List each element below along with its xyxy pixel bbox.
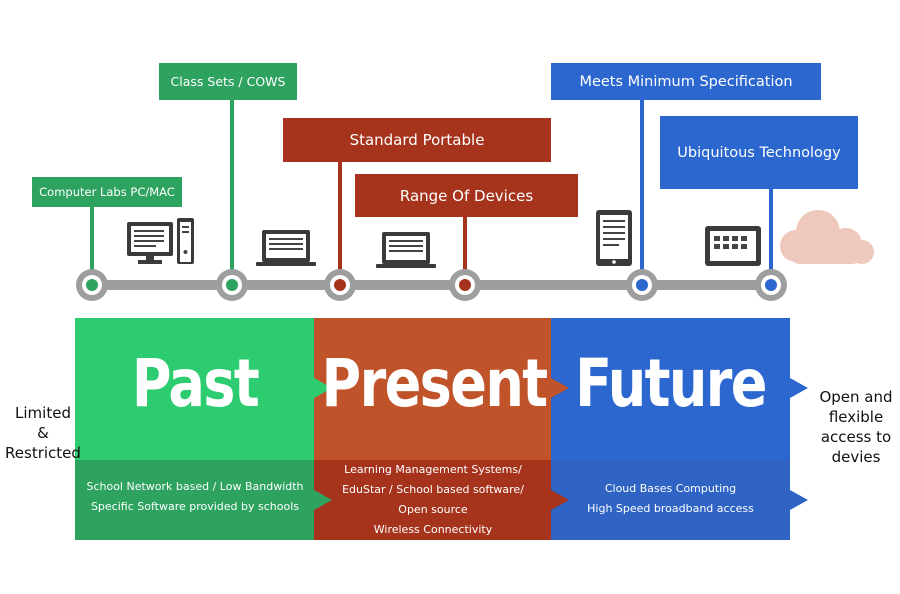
- desktop-icon: [127, 218, 194, 264]
- present-details: Learning Management Systems/ EduStar / S…: [314, 460, 552, 540]
- detail-line: EduStar / School based software/: [342, 483, 524, 496]
- era-title-future: Future: [575, 345, 767, 422]
- timeline-node: [449, 269, 481, 301]
- timeline-node: [324, 269, 356, 301]
- arrow-marker: [790, 490, 808, 510]
- timeline-node: [755, 269, 787, 301]
- past-detail-block: [75, 460, 315, 540]
- label-computer-labs: Computer Labs PC/MAC: [32, 177, 182, 207]
- label-class-sets: Class Sets / COWS: [159, 63, 297, 100]
- arrow-marker: [314, 378, 332, 398]
- arrow-marker: [551, 378, 569, 398]
- right-side-text: Open and flexible access to devies: [819, 388, 893, 466]
- laptop-icon: [376, 232, 436, 268]
- detail-line: Cloud Bases Computing: [604, 482, 737, 495]
- arrow-marker: [551, 490, 569, 510]
- detail-line: Wireless Connectivity: [373, 523, 493, 536]
- present-detail-block: [314, 460, 552, 540]
- arrow-marker: [790, 378, 808, 398]
- arrow-marker: [314, 490, 332, 510]
- timeline-node: [76, 269, 108, 301]
- tablet-icon: [596, 210, 632, 266]
- past-block: [75, 318, 315, 460]
- future-details: Cloud Bases Computing High Speed broadba…: [551, 479, 790, 519]
- detail-line: Open source: [398, 503, 468, 516]
- future-detail-block: [551, 460, 790, 540]
- past-details: School Network based / Low Bandwidth Spe…: [75, 477, 315, 517]
- detail-line: School Network based / Low Bandwidth: [86, 480, 304, 493]
- era-title-present: Present: [321, 345, 549, 422]
- label-standard-portable: Standard Portable: [283, 118, 551, 162]
- detail-line: Learning Management Systems/: [344, 463, 522, 476]
- era-title-past: Past: [131, 345, 260, 422]
- timeline-bar: [80, 280, 780, 290]
- tablet-landscape-icon: [705, 226, 761, 266]
- cloud-icon: [780, 210, 874, 264]
- label-ubiquitous: Ubiquitous Technology: [660, 116, 858, 189]
- label-meets-minimum: Meets Minimum Specification: [551, 63, 821, 100]
- timeline-node: [626, 269, 658, 301]
- detail-line: High Speed broadband access: [587, 502, 754, 515]
- timeline-node: [216, 269, 248, 301]
- detail-line: Specific Software provided by schools: [90, 500, 300, 513]
- present-block: [314, 318, 552, 460]
- left-side-text: Limited & Restricted: [5, 404, 81, 462]
- laptop-icon: [256, 230, 316, 266]
- label-range-devices: Range Of Devices: [355, 174, 578, 217]
- future-block: [551, 318, 790, 460]
